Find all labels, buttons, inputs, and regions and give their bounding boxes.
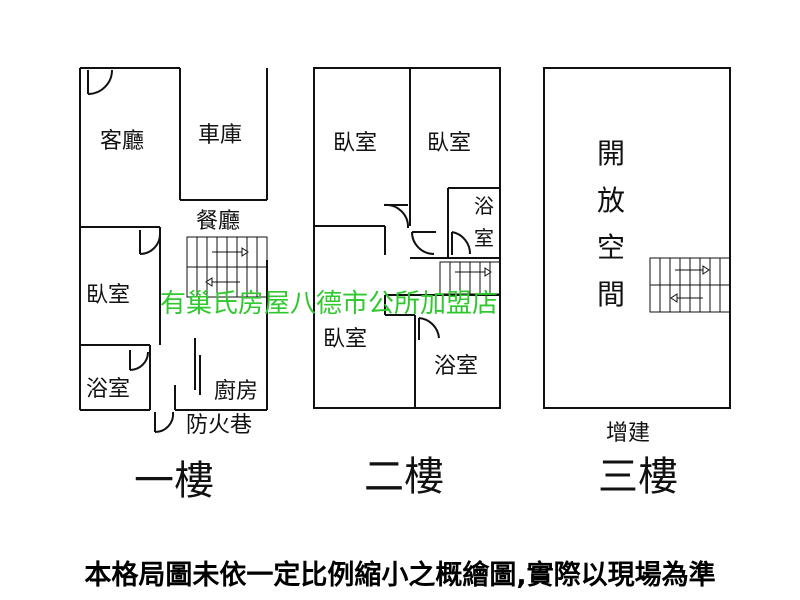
- floor-label-3: 三樓: [598, 454, 678, 500]
- agency-watermark: 有巢氏房屋八德市公所加盟店: [160, 289, 498, 319]
- floor3-walls: [543, 67, 731, 409]
- floor2-walls: [313, 67, 501, 409]
- room-bedroom-f2-b: 臥室: [427, 131, 471, 156]
- floor1-stairs: [186, 236, 268, 298]
- disclaimer-note: 本格局圖未依一定比例縮小之概繪圖,實際以現場為準: [84, 560, 716, 591]
- room-kitchen: 廚房: [214, 379, 258, 404]
- floor-plan-diagram: 客廳 車庫 餐廳 臥室 浴室 廚房 防火巷 臥室 臥室 臥室 浴室 浴室 開放空…: [79, 67, 731, 504]
- floor-label-2: 二樓: [364, 454, 444, 500]
- room-bathroom-f2-lower: 浴室: [434, 354, 478, 379]
- room-living: 客廳: [100, 129, 144, 154]
- floor3-stairs: [649, 257, 731, 313]
- room-garage: 車庫: [198, 123, 242, 148]
- room-bathroom-f2-upper: 浴室: [474, 194, 494, 250]
- floor2-stairs: [439, 261, 501, 295]
- room-dining: 餐廳: [196, 209, 240, 234]
- floor-label-1: 一樓: [134, 458, 214, 504]
- floor1-walls: [79, 67, 268, 411]
- room-open-space: 開放空間: [597, 137, 625, 311]
- room-bedroom-f2-c: 臥室: [323, 327, 367, 352]
- room-bathroom-f1: 浴室: [86, 377, 130, 402]
- floor2-doors: [383, 203, 472, 340]
- room-bedroom-f2-a: 臥室: [333, 131, 377, 156]
- room-fire-lane: 防火巷: [186, 413, 252, 438]
- room-addition: 增建: [606, 421, 650, 446]
- room-bedroom-f1: 臥室: [86, 283, 130, 308]
- floor1-doors: [87, 69, 175, 434]
